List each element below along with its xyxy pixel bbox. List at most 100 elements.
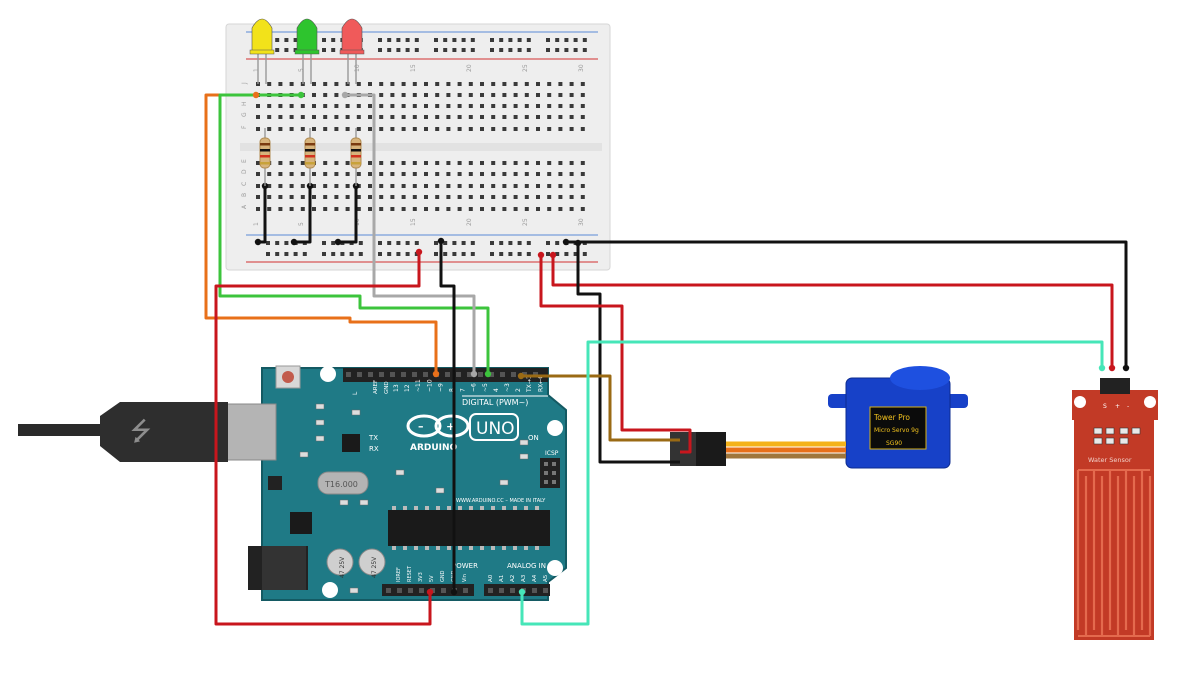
column-number: 30: [578, 218, 585, 226]
rail-hole: [573, 252, 578, 256]
header-pin: [357, 372, 362, 377]
terminal-hole: [401, 172, 406, 176]
terminal-hole: [580, 161, 585, 165]
terminal-hole: [569, 93, 574, 97]
smd-part: [499, 479, 509, 486]
terminal-hole: [323, 184, 328, 188]
rail-hole: [564, 48, 569, 52]
sensor-components: [1093, 427, 1141, 445]
terminal-hole: [536, 82, 540, 86]
rail-hole: [405, 38, 410, 42]
rail-hole: [405, 48, 410, 52]
terminal-hole: [256, 184, 260, 188]
chip-pin: [403, 506, 407, 510]
terminal-hole: [356, 195, 361, 199]
rail-hole: [452, 38, 457, 42]
terminal-hole: [558, 207, 563, 211]
sensor-smd-part: [1131, 427, 1141, 435]
led-red: [341, 18, 363, 53]
smd-part: [349, 587, 359, 594]
resistors: [259, 128, 362, 186]
terminal-hole: [524, 104, 529, 108]
chip-pin: [447, 506, 451, 510]
terminal-hole: [289, 127, 294, 131]
terminal-hole: [334, 172, 339, 176]
terminal-hole: [278, 82, 283, 86]
rail-hole: [443, 48, 448, 52]
terminal-hole: [368, 104, 372, 108]
terminal-hole: [558, 82, 563, 86]
rail-hole: [508, 38, 513, 42]
wire-endpoint: [1122, 364, 1130, 372]
terminal-hole: [446, 195, 451, 199]
terminal-hole: [300, 127, 305, 131]
row-letter: D: [241, 169, 248, 174]
resistor-band: [305, 143, 315, 146]
terminal-hole: [524, 161, 529, 165]
terminal-hole: [323, 127, 328, 131]
terminal-hole: [580, 104, 585, 108]
terminal-hole: [569, 161, 574, 165]
terminal-hole: [446, 161, 451, 165]
terminal-hole: [468, 127, 473, 131]
terminal-hole: [368, 82, 372, 86]
smd-part: [519, 453, 529, 460]
digital-pin-label: TX→1: [526, 375, 533, 393]
terminal-hole: [334, 195, 339, 199]
servo-top: [890, 366, 950, 390]
arduino-logo-text: ARDUINO: [410, 443, 458, 453]
wire-red-5v-to-breadboard: [214, 252, 432, 626]
terminal-hole: [446, 184, 451, 188]
terminal-hole: [547, 184, 552, 188]
terminal-hole: [390, 161, 395, 165]
rail-hole: [322, 48, 326, 52]
chip-pin: [458, 546, 462, 550]
terminal-hole: [569, 195, 574, 199]
header-pin: [499, 588, 504, 593]
chip-pin: [458, 506, 462, 510]
terminal-hole: [524, 172, 529, 176]
terminal-hole: [547, 172, 552, 176]
terminal-hole: [424, 93, 428, 97]
chip-pin: [524, 506, 528, 510]
terminal-hole: [334, 104, 339, 108]
power-label: POWER: [452, 562, 478, 570]
column-number: 15: [410, 64, 417, 72]
terminal-hole: [468, 195, 473, 199]
rail-hole: [490, 38, 494, 42]
terminal-hole: [323, 172, 328, 176]
terminal-hole: [435, 82, 440, 86]
terminal-hole: [278, 127, 283, 131]
resistor-band: [260, 149, 270, 152]
terminal-hole: [267, 184, 272, 188]
terminal-hole: [424, 207, 428, 211]
terminal-hole: [334, 127, 339, 131]
smd-components: [299, 403, 529, 594]
servo-label-box: [869, 406, 927, 450]
terminal-hole: [569, 172, 574, 176]
rail-hole: [396, 241, 401, 245]
rail-hole: [470, 241, 475, 245]
terminal-hole: [412, 104, 417, 108]
rail-hole: [358, 252, 363, 256]
wire-endpoint: [517, 372, 525, 380]
terminal-hole: [491, 195, 496, 199]
usb-icon: ⭍: [130, 417, 152, 447]
wire-endpoint: [450, 588, 458, 596]
terminal-hole: [569, 104, 574, 108]
terminal-hole: [289, 172, 294, 176]
terminal-hole: [446, 127, 451, 131]
rail-hole: [555, 241, 560, 245]
terminal-hole: [468, 82, 473, 86]
terminal-hole: [424, 115, 428, 119]
terminal-hole: [312, 82, 316, 86]
wire-endpoint: [432, 370, 440, 378]
terminal-hole: [379, 184, 384, 188]
terminal-hole: [345, 127, 350, 131]
terminal-hole: [580, 82, 585, 86]
column-number: 30: [578, 64, 585, 72]
icsp-pin: [552, 471, 556, 475]
led-rim: [339, 49, 365, 55]
